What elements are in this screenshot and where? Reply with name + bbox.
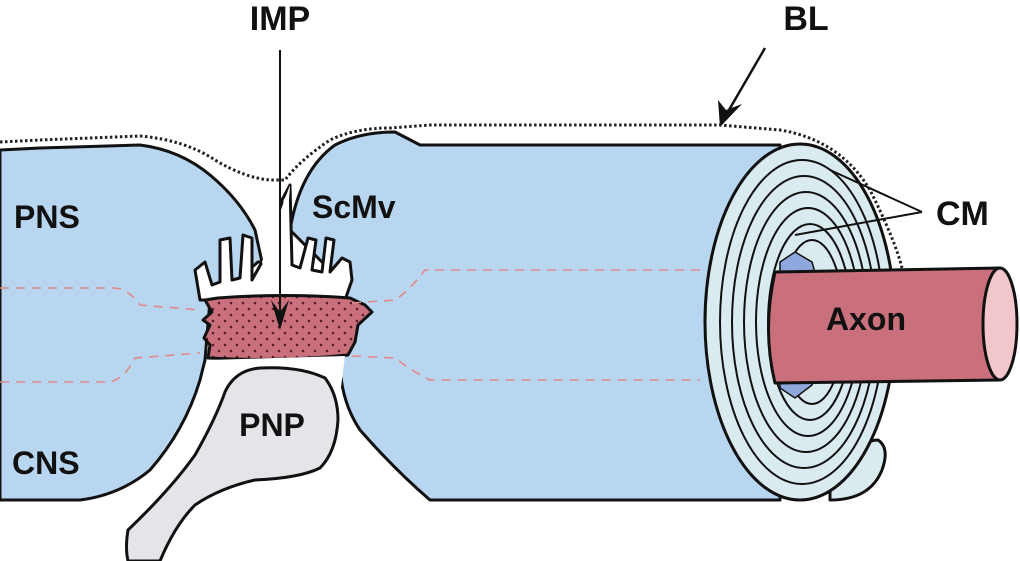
axon	[767, 266, 1019, 385]
cm-pointer-line-2	[794, 211, 923, 236]
label-cns: CNS	[12, 445, 80, 481]
label-pns: PNS	[14, 199, 80, 235]
right-myelin-segment	[288, 130, 782, 502]
axon-outline-left-upper	[0, 287, 201, 311]
node-gap-region	[201, 294, 374, 361]
perinodal-process	[125, 366, 340, 561]
label-bl: BL	[783, 0, 828, 38]
label-scmv: ScMv	[312, 189, 396, 225]
basal-lamina	[0, 123, 904, 269]
imp-arrowhead	[271, 300, 289, 330]
bl-arrowhead	[718, 100, 742, 127]
axon-outline-right-upper	[351, 269, 700, 304]
axon-outline-right-lower	[351, 355, 700, 381]
schwann-microvilli-right	[276, 183, 354, 302]
cm-pointer-line-1	[829, 169, 923, 213]
nodal-gap	[262, 185, 290, 300]
label-pnp: PNP	[239, 407, 305, 443]
axon-outline-left-lower	[0, 352, 201, 383]
label-imp: IMP	[250, 0, 310, 38]
label-axon: Axon	[826, 301, 906, 337]
label-cm: CM	[936, 195, 989, 233]
